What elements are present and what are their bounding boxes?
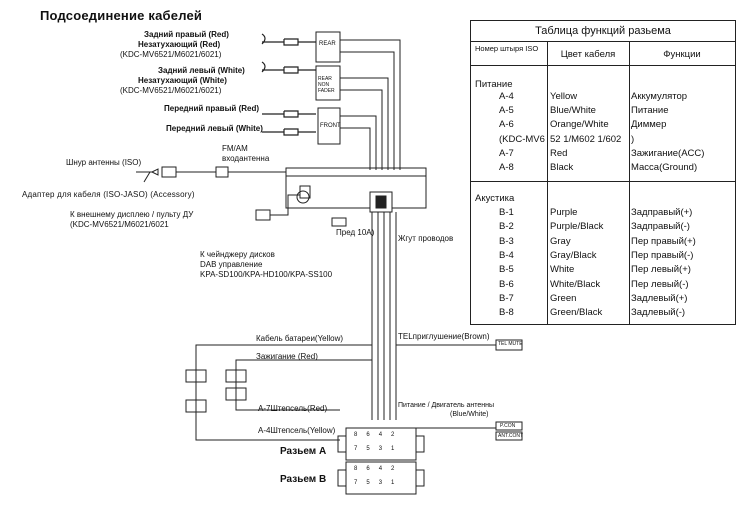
rear-left-label: Задний левый (White)	[158, 66, 245, 75]
power-label: Питание / Двигатель антенны	[398, 402, 494, 409]
table-pin-cell: B-6	[499, 278, 514, 290]
changer-label: К чейнджеру дисков	[200, 250, 275, 259]
fmam-label-2: входантенна	[222, 154, 270, 163]
unit-rear-nf: REAR NON FADER	[318, 76, 335, 94]
pcon-tag: P.CON	[500, 423, 516, 429]
table-pin-cell: B-2	[499, 221, 514, 233]
table-pin-cell: A-8	[499, 162, 514, 173]
table-pin-cell: B-8	[499, 307, 514, 319]
rca-housings	[315, 31, 341, 145]
table-func-cell: Зажигание(ACC)	[631, 147, 705, 159]
ignition-label: Зажигание (Red)	[256, 352, 318, 361]
harness-bundle	[371, 212, 397, 420]
front-left-label: Передний левый (White)	[166, 124, 263, 133]
rear-right-label-2: Незатухающий (Red)	[138, 40, 221, 49]
table-color-cell: Gray	[550, 235, 571, 247]
pins-a-bottom: 7531	[354, 446, 404, 452]
table-color-cell: Purple	[550, 207, 578, 218]
table-func-cell: Пер правый(-)	[631, 249, 694, 261]
table-pin-cell: A-5	[499, 105, 514, 117]
fuse	[331, 217, 347, 227]
col-pin-header: Номер штыря ISO	[475, 44, 539, 53]
connector-b-label: Разьем B	[280, 474, 327, 485]
table-color-cell: Gray/Black	[550, 249, 597, 261]
table-color-cell: Purple/Black	[550, 221, 604, 233]
table-pin-cell: B-5	[499, 264, 514, 276]
table-pin-cell: (KDC-MV6	[499, 133, 545, 145]
table-func-cell: Масса(Ground)	[631, 162, 698, 173]
display-cable	[255, 194, 300, 221]
col-color-header: Цвет кабеля	[560, 49, 616, 60]
power-label-2: (Blue/White)	[450, 411, 489, 418]
table-color-cell: Orange/White	[550, 119, 609, 131]
table-func-cell: Диммер	[631, 119, 667, 131]
table-color-cell: Green	[550, 292, 577, 304]
table-func-cell: Аккумулятор	[631, 91, 688, 102]
page-title: Подсоединение кабелей	[40, 8, 203, 23]
group-acoustics: Акустика	[475, 193, 515, 204]
table-func-cell: )	[631, 133, 635, 145]
harness-label: Жгут проводов	[398, 234, 454, 243]
rear-right-model: (KDC-MV6521/M6021/6021)	[120, 50, 222, 59]
rca-leads	[340, 39, 401, 170]
tel-tag: TEL MUTE	[498, 341, 523, 347]
table-func-cell: Задправый(-)	[631, 221, 690, 233]
table-color-cell: White/Black	[550, 278, 601, 290]
table-func-cell: Пер правый(+)	[631, 235, 696, 247]
head-unit	[285, 167, 427, 213]
display-model: (KDC-MV6521/M6021/6021	[70, 220, 169, 229]
col-func-header: Функции	[663, 49, 701, 60]
battery-label: Кабель батареи(Yellow)	[256, 334, 344, 343]
table-func-cell: Пер левый(+)	[631, 264, 691, 276]
power-leads	[185, 344, 372, 441]
rear-left-model: (KDC-MV6521/M6021/6021)	[120, 86, 222, 95]
connector-a-label: Разьем A	[280, 446, 327, 457]
tel-label: TELприглушение(Brown)	[398, 332, 490, 341]
unit-front: FRONT	[320, 123, 341, 129]
table-color-cell: Black	[550, 162, 574, 173]
table-pin-cell: B-3	[499, 235, 514, 247]
front-right-label: Передний правый (Red)	[164, 104, 260, 113]
table-color-cell: White	[550, 264, 575, 276]
table-func-cell: Задлевый(+)	[631, 292, 688, 304]
table-color-cell: Blue/White	[550, 105, 596, 117]
changer-models: KPA-SD100/KPA-HD100/KPA-SS100	[200, 270, 333, 279]
table-func-cell: Задлевый(-)	[631, 307, 686, 319]
a7-label: A-7Штепсель(Red)	[258, 404, 328, 413]
table-color-cell: Green/Black	[550, 307, 603, 319]
connector-function-table: Таблица функций разьема Номер штыря ISO …	[470, 20, 736, 325]
rear-left-label-2: Незатухающий (White)	[138, 76, 227, 85]
table-color-cell: 52 1/M602 1/602	[550, 133, 622, 145]
antcont-tag: ANT.CONT	[498, 433, 523, 439]
fmam-label: FM/AM	[222, 144, 248, 153]
table-color-cell: Red	[550, 147, 568, 159]
rear-right-label: Задний правый (Red)	[144, 30, 229, 39]
table-pin-cell: B-4	[499, 249, 514, 261]
pins-b-top: 8642	[354, 466, 404, 472]
table-func-cell: Задправый(+)	[631, 207, 693, 218]
table-pin-cell: B-1	[499, 207, 514, 218]
table-pin-cell: A-7	[499, 147, 514, 159]
pins-b-bottom: 7531	[354, 480, 404, 486]
antenna-cable	[136, 166, 286, 183]
table-pin-cell: A-6	[499, 119, 514, 131]
table-func-cell: Пер левый(-)	[631, 278, 689, 290]
table-func-cell: Питание	[631, 105, 669, 117]
group-power: Питание	[475, 79, 513, 90]
antenna-label: Шнур антенны (ISO)	[66, 158, 142, 167]
fuse-label: Пред 10A)	[336, 228, 375, 237]
adapter-label: Адаптер для кабеля (ISO-JASO) (Accessory…	[22, 190, 195, 199]
table-pin-cell: A-4	[499, 91, 514, 102]
pins-a-top: 8642	[354, 432, 404, 438]
dab-label: DAB управление	[200, 260, 263, 269]
table-color-cell: Yellow	[550, 91, 578, 102]
rca-plugs	[261, 33, 316, 136]
table-title: Таблица функций разьема	[535, 25, 671, 37]
unit-rear: REAR	[319, 41, 336, 47]
a4-label: A-4Штепсель(Yellow)	[258, 426, 336, 435]
display-label: К внешнему дисплею / пульту ДУ	[70, 210, 194, 219]
table-pin-cell: B-7	[499, 292, 514, 304]
iso-connectors	[337, 427, 425, 495]
